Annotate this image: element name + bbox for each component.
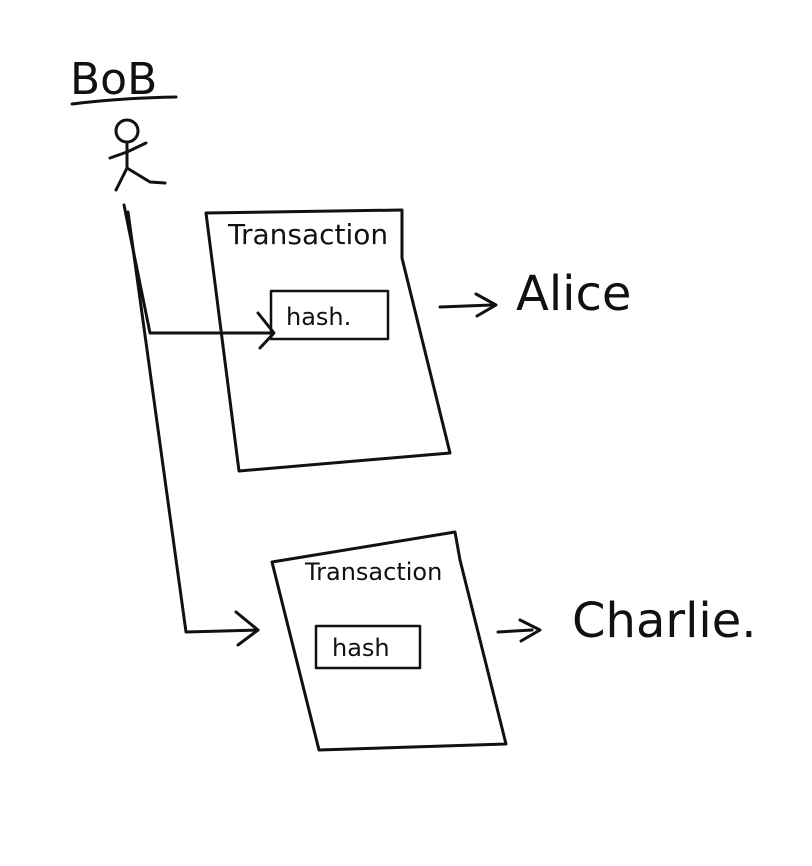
recipient-name: Alice	[516, 266, 631, 322]
sender: BoB	[70, 54, 178, 192]
arrow-to-recipient	[438, 303, 494, 309]
transaction-card-1: Transaction hash. Alice	[204, 208, 631, 473]
stick-figure-icon	[108, 118, 167, 192]
connector-lines	[122, 203, 276, 647]
transaction-card-2: Transaction hash Charlie.	[270, 530, 757, 752]
arrow-head-icon	[256, 311, 276, 350]
arrow-to-transaction-2	[126, 210, 260, 634]
hash-box	[269, 289, 390, 341]
arrow-head-icon	[474, 292, 498, 318]
recipient-name: Charlie.	[572, 593, 757, 649]
hash-box	[314, 624, 422, 670]
transaction-box	[270, 530, 508, 752]
hash-label: hash	[332, 634, 390, 662]
arrow-head-icon	[518, 618, 542, 643]
hash-label: hash.	[286, 303, 351, 331]
transaction-title: Transaction	[227, 218, 388, 251]
transaction-box	[204, 208, 452, 473]
arrow-head-icon	[234, 610, 260, 647]
sender-name: BoB	[70, 54, 157, 105]
arrow-to-recipient	[496, 628, 534, 634]
sender-name-underline	[70, 95, 178, 106]
transaction-title: Transaction	[304, 558, 442, 586]
